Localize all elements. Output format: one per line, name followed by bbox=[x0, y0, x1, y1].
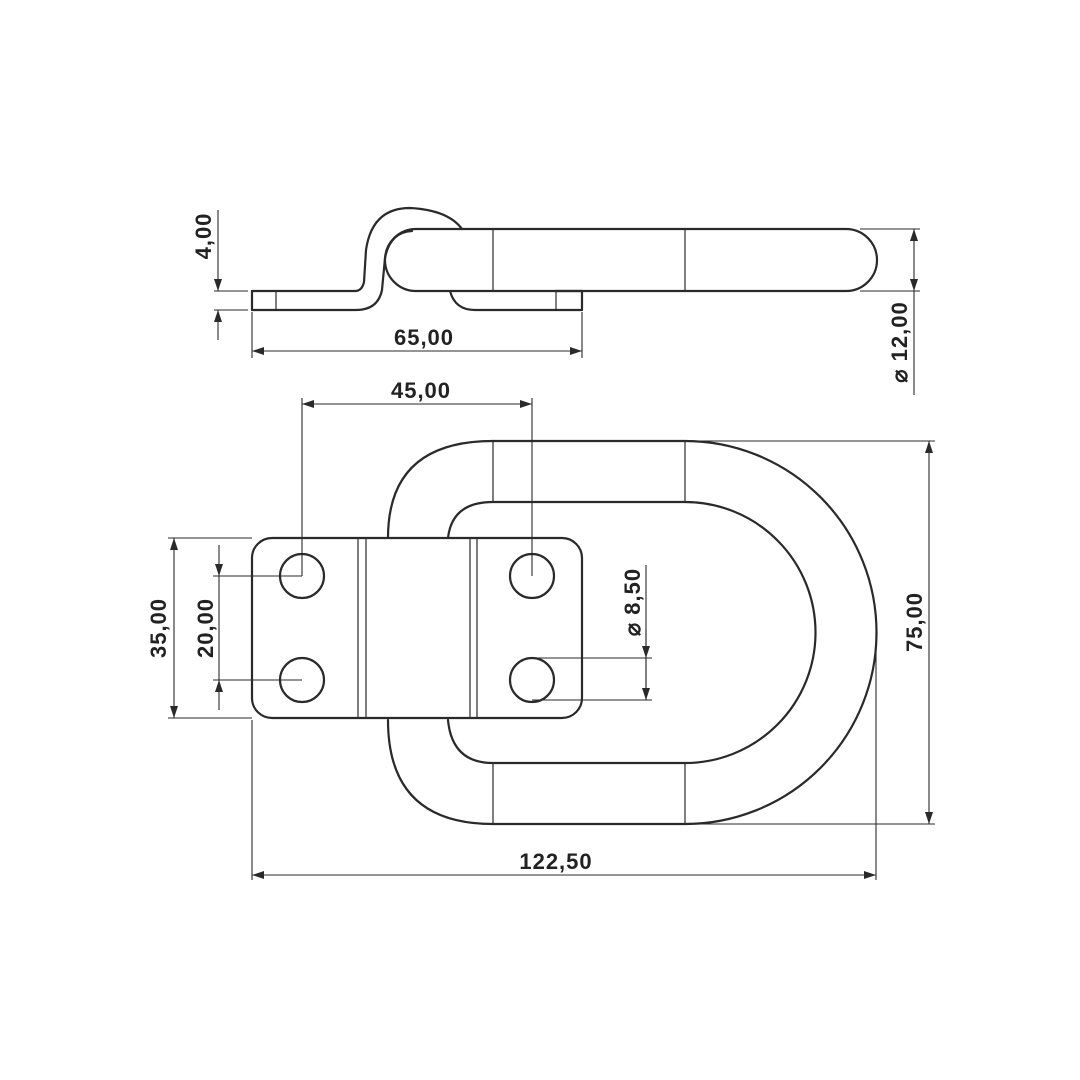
label-ring-height: 75,00 bbox=[902, 592, 927, 652]
dim-rod-diameter: ⌀ 12,00 bbox=[860, 228, 920, 395]
side-plate bbox=[250, 206, 464, 293]
side-view bbox=[250, 206, 879, 312]
label-side-length: 65,00 bbox=[394, 325, 454, 350]
ring-inner bbox=[446, 500, 817, 765]
label-total-length: 122,50 bbox=[519, 849, 592, 874]
top-view bbox=[250, 439, 878, 826]
dim-hole-diameter: ⌀ 8,50 bbox=[532, 565, 652, 701]
dim-plate-height: 35,00 bbox=[146, 537, 252, 719]
dim-hole-spacing-y: 20,00 bbox=[193, 545, 302, 710]
dim-ring-height: 75,00 bbox=[700, 440, 935, 825]
label-hole-diameter: ⌀ 8,50 bbox=[620, 568, 645, 636]
label-rod-diameter: ⌀ 12,00 bbox=[887, 301, 912, 382]
side-plate-right bbox=[448, 289, 584, 312]
label-hole-spacing-x: 45,00 bbox=[391, 378, 451, 403]
label-hole-spacing-y: 20,00 bbox=[193, 598, 218, 658]
side-rod bbox=[383, 227, 879, 293]
side-plate-lower bbox=[250, 229, 414, 312]
dim-hole-spacing-x: 45,00 bbox=[301, 378, 533, 576]
dim-side-length: 65,00 bbox=[251, 312, 583, 358]
label-plate-height: 35,00 bbox=[146, 598, 171, 658]
base-plate bbox=[250, 536, 584, 720]
label-thickness: 4,00 bbox=[191, 213, 216, 260]
dim-total-length: 122,50 bbox=[251, 632, 877, 880]
dim-thickness: 4,00 bbox=[191, 210, 248, 340]
